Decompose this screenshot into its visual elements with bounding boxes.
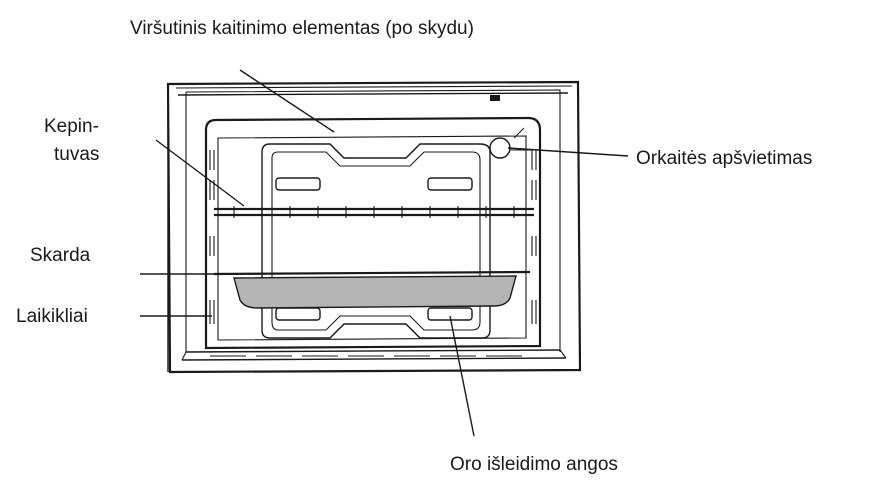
baking-tray <box>213 270 531 309</box>
leader-lines <box>140 69 629 437</box>
rack-supports <box>209 150 537 324</box>
housing-clip <box>490 95 500 101</box>
label-rack-supports: Laikikliai <box>16 306 88 327</box>
oven-cavity <box>181 116 567 361</box>
leader-top-heater <box>239 69 335 133</box>
label-grill-rack-line1: Kepin- <box>44 116 99 137</box>
label-oven-light: Orkaitės apšvietimas <box>636 148 812 169</box>
leader-air-vents <box>449 315 475 437</box>
baking-tray-body <box>233 275 517 309</box>
air-vent-top-left <box>275 177 321 191</box>
leader-oven-light <box>507 147 629 157</box>
air-vent-bottom-right <box>427 307 473 321</box>
leader-grill-rack <box>155 139 245 207</box>
air-vent-bottom-left <box>275 307 321 321</box>
oven-housing <box>166 80 582 374</box>
back-panel <box>261 143 491 339</box>
label-top-heater: Viršutinis kaitinimo elementas (po skydu… <box>130 18 474 39</box>
label-baking-tray: Skarda <box>30 245 91 266</box>
label-air-vents: Oro išleidimo angos <box>450 454 618 475</box>
air-vent-top-right <box>427 177 473 191</box>
oven-light-bulb-icon <box>489 137 511 159</box>
label-grill-rack-line2: tuvas <box>54 144 99 165</box>
grill-rack <box>214 206 534 218</box>
